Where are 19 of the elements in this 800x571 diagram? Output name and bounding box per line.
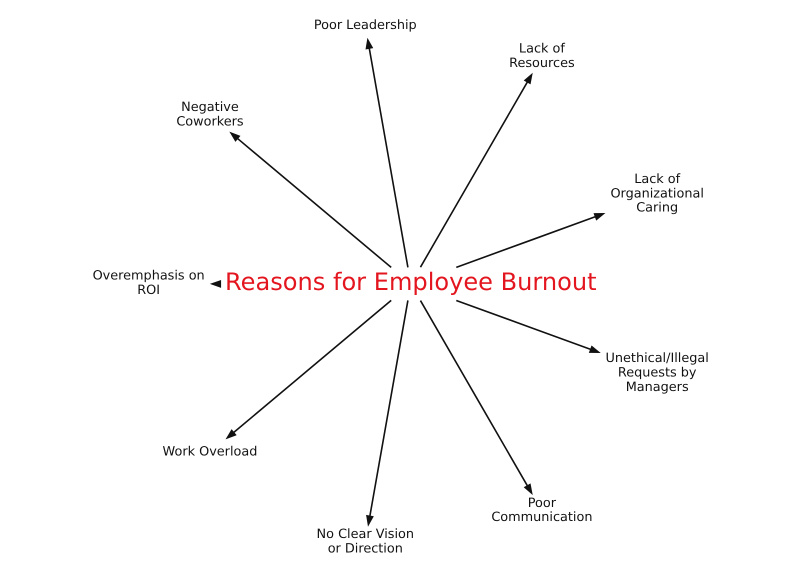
- node-text: Work Overload: [162, 444, 257, 460]
- arrow: [225, 300, 392, 440]
- arrow: [419, 72, 532, 268]
- node-text: Poor Communication: [490, 496, 592, 526]
- node-text: Overemphasis on ROI: [92, 268, 204, 298]
- arrow: [366, 300, 408, 527]
- arrow: [456, 300, 600, 354]
- arrow: [209, 280, 221, 288]
- arrow: [419, 300, 532, 496]
- arrow: [456, 213, 605, 268]
- node-text: Poor Leadership: [313, 18, 416, 33]
- arrow: [228, 132, 392, 268]
- node-text: Lack of Organizational Caring: [610, 172, 704, 216]
- arrow: [365, 38, 408, 268]
- node-text: Reasons for Employee Burnout: [224, 268, 596, 296]
- node-text: Lack of Resources: [508, 42, 574, 72]
- node-text: Unethical/Illegal Requests by Managers: [605, 351, 708, 396]
- node-text: No Clear Vision or Direction: [316, 526, 414, 556]
- node-text: Negative Coworkers: [176, 100, 244, 130]
